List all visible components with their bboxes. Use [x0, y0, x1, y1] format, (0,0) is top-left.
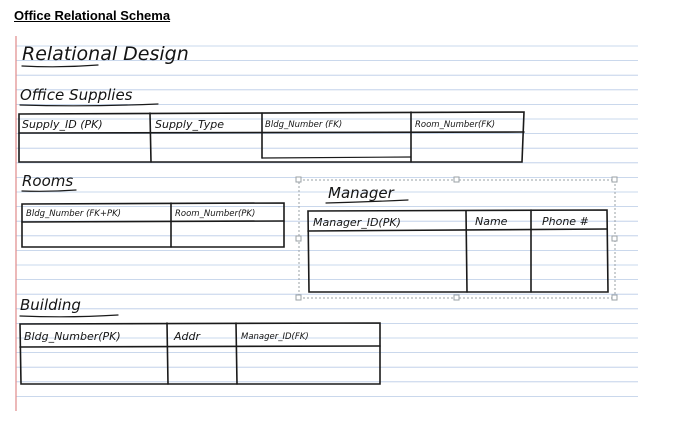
building-title: Building — [20, 296, 81, 314]
manager-header-line — [307, 228, 608, 232]
resize-handle[interactable] — [611, 235, 618, 242]
rule-lines — [16, 45, 638, 397]
rooms-header-line — [21, 220, 285, 223]
rooms-title: Rooms — [22, 172, 73, 190]
office-supplies-underline — [19, 103, 159, 107]
building-divider — [235, 322, 238, 385]
building-table: Building Bldg_Number(PK) Addr Manager_ID… — [19, 296, 381, 385]
page-title: Office Relational Schema — [14, 8, 171, 23]
column-header: Phone # — [542, 215, 589, 228]
column-header: Bldg_Number (FK+PK) — [26, 209, 121, 219]
office-supplies-subline — [261, 156, 412, 159]
column-header: Addr — [173, 330, 201, 343]
column-header: Room_Number(FK) — [415, 120, 495, 130]
heading-underline — [21, 64, 99, 68]
notebook-heading: Relational Design — [22, 43, 189, 65]
building-header-line — [19, 345, 381, 348]
office-supplies-table: Office Supplies Supply_ID (PK) Supply_Ty… — [18, 86, 525, 163]
column-header: Manager_ID(PK) — [313, 216, 401, 229]
building-underline — [19, 314, 119, 318]
rooms-border — [21, 202, 285, 248]
column-header: Manager_ID(FK) — [241, 332, 309, 342]
column-header: Supply_ID (PK) — [22, 118, 103, 131]
resize-handle[interactable] — [611, 294, 618, 301]
manager-table[interactable]: Manager Manager_ID(PK) Name Phone # — [295, 176, 618, 301]
column-header: Room_Number(PK) — [175, 209, 255, 219]
manager-border — [307, 209, 609, 293]
rooms-table: Rooms Bldg_Number (FK+PK) Room_Number(PK… — [21, 172, 285, 248]
manager-divider — [465, 210, 468, 293]
resize-handle[interactable] — [611, 176, 618, 183]
column-header: Bldg_Number (FK) — [265, 120, 342, 130]
building-border — [19, 322, 381, 385]
resize-handle[interactable] — [453, 176, 460, 183]
column-header: Supply_Type — [155, 118, 224, 131]
resize-handle[interactable] — [295, 235, 302, 242]
building-divider — [166, 322, 169, 385]
resize-handle[interactable] — [295, 176, 302, 183]
resize-handle[interactable] — [295, 294, 302, 301]
column-header: Name — [475, 215, 508, 228]
column-header: Bldg_Number(PK) — [24, 330, 121, 343]
office-supplies-header-line — [18, 131, 525, 134]
manager-title: Manager — [328, 184, 395, 202]
resize-handle[interactable] — [453, 294, 460, 301]
office-supplies-title: Office Supplies — [20, 86, 133, 104]
office-supplies-divider — [149, 112, 152, 163]
notebook-canvas: Relational Design Office Supplies Supply… — [15, 36, 638, 411]
office-supplies-border — [18, 111, 525, 163]
rooms-underline — [21, 189, 77, 192]
notebook-page: Relational Design Office Supplies Supply… — [0, 36, 674, 425]
manager-underline — [325, 199, 409, 204]
